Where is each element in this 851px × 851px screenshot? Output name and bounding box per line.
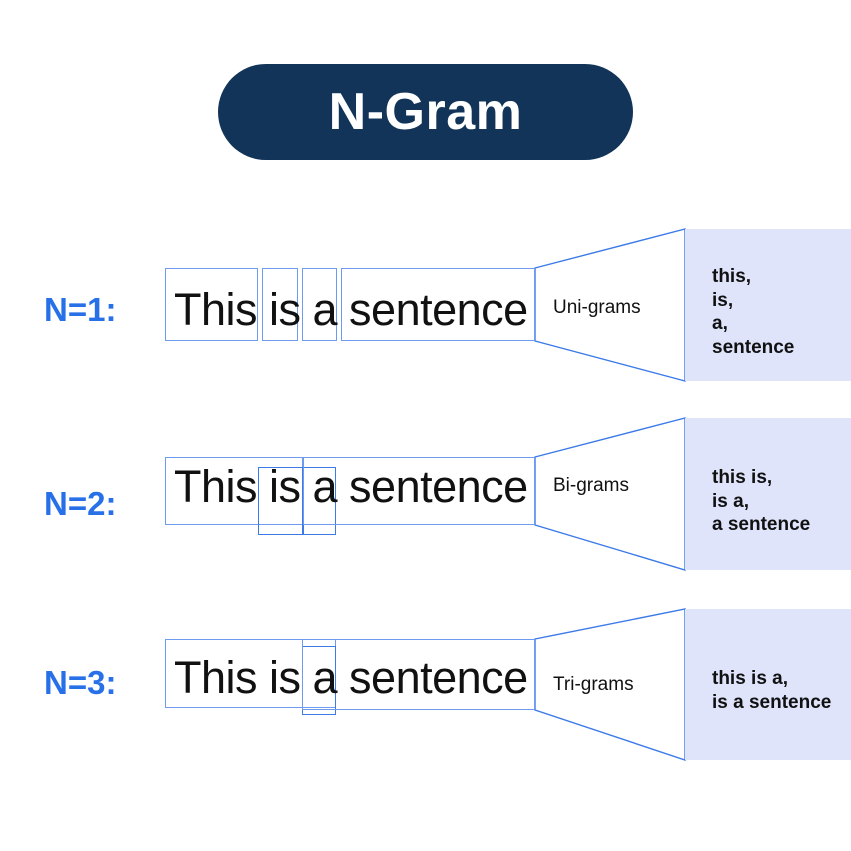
output-panel-unigrams (685, 229, 851, 381)
funnel-label-unigrams: Uni-grams (553, 297, 641, 318)
output-list-unigrams: this, is, a, sentence (712, 266, 795, 358)
page-title: N-Gram (328, 83, 523, 141)
row-unigram: N=1: This is a sentence Uni-grams this, … (0, 229, 851, 429)
token-box-a[interactable] (302, 268, 337, 341)
row-trigram: N=3: This is a sentence Tri-grams this i… (0, 609, 851, 809)
sentence-text-row2: This is a sentence (174, 461, 528, 512)
funnel-label-bigrams: Bi-grams (553, 475, 630, 496)
sentence-text-row3: This is a sentence (174, 652, 528, 703)
output-panel-bigrams (685, 418, 851, 570)
funnel-label-trigrams: Tri-grams (553, 674, 634, 695)
title-pill: N-Gram (218, 64, 633, 160)
token-box-is[interactable] (262, 268, 298, 341)
row-label-n2: N=2: (44, 485, 117, 522)
row-label-n1: N=1: (44, 291, 117, 328)
token-box-a-sentence[interactable] (303, 457, 535, 525)
output-list-bigrams: this is, is a, a sentence (712, 467, 811, 535)
token-box-sentence[interactable] (341, 268, 535, 341)
token-box-this[interactable] (165, 268, 258, 341)
token-box-is-a-sentence[interactable] (302, 639, 535, 710)
sentence-text-row1: This is a sentence (174, 284, 528, 335)
output-panel-trigrams (685, 609, 851, 760)
row-bigram: N=2: This is a sentence Bi-grams this is… (0, 418, 851, 618)
row-label-n3: N=3: (44, 664, 117, 701)
output-list-trigrams: this is a, is a sentence (712, 668, 832, 713)
token-box-is-a[interactable] (258, 467, 303, 535)
